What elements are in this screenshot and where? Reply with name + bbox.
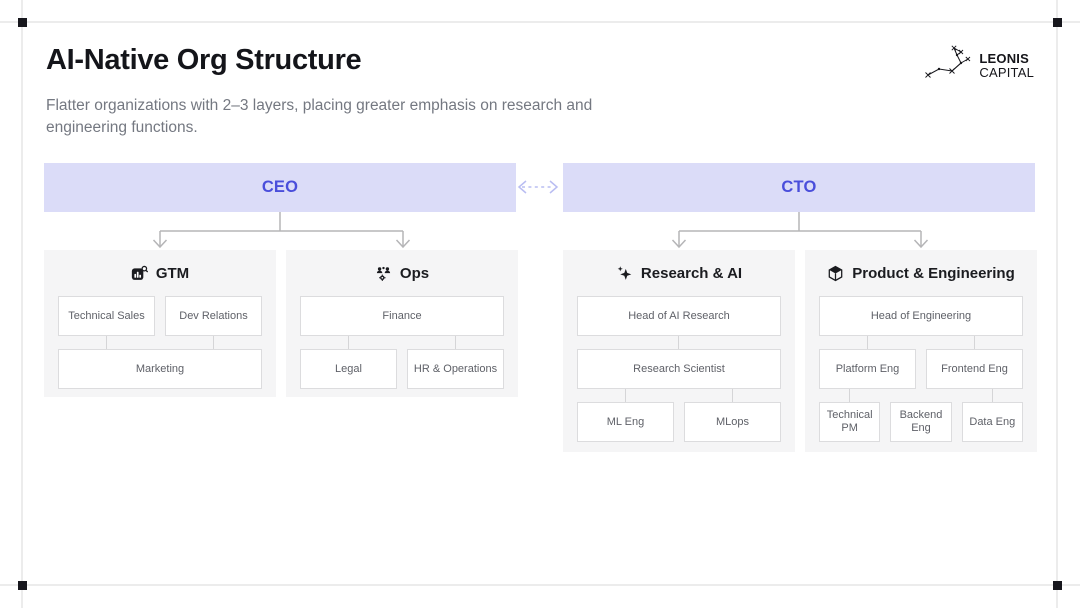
exec-bar-cto: CTO xyxy=(563,163,1035,212)
connector-stub xyxy=(974,336,975,349)
group-research-ai-label: Research & AI xyxy=(640,264,743,282)
node-data-eng: Data Eng xyxy=(961,402,1023,442)
frame-handle-bottom-right[interactable] xyxy=(1053,581,1062,590)
node-frontend-eng: Frontend Eng xyxy=(926,349,1023,389)
group-research-ai: Research & AI Head of AI Research Resear… xyxy=(563,250,795,452)
exec-bar-ceo: CEO xyxy=(44,163,516,212)
logo-type: CAPITAL xyxy=(979,64,1034,80)
node-research-scientist: Research Scientist xyxy=(577,349,781,389)
sparkles-icon xyxy=(616,265,633,282)
node-ml-eng: ML Eng xyxy=(577,402,674,442)
connector-stub xyxy=(849,389,850,402)
frame-handle-top-left[interactable] xyxy=(18,18,27,27)
connector-stub xyxy=(213,336,214,349)
guide-line-top xyxy=(0,21,1080,23)
connector-stub xyxy=(106,336,107,349)
group-product-engineering-header: Product & Engineering xyxy=(805,250,1037,296)
connector-stub xyxy=(348,336,349,349)
group-gtm: GTM Technical Sales Dev Relations Market… xyxy=(44,250,276,397)
connector-stub xyxy=(455,336,456,349)
ceo-cto-dashed-link-icon xyxy=(515,176,561,203)
node-finance: Finance xyxy=(300,296,504,336)
frame-handle-bottom-left[interactable] xyxy=(18,581,27,590)
page-title: AI-Native Org Structure xyxy=(46,44,362,76)
page-subtitle: Flatter organizations with 2–3 layers, p… xyxy=(46,97,593,136)
connector-stub xyxy=(992,389,993,402)
group-research-ai-header: Research & AI xyxy=(563,250,795,296)
logo-name: LEONIS xyxy=(979,50,1029,66)
exec-cto-label: CTO xyxy=(781,178,817,196)
leonis-capital-logo: LEONIS CAPITAL xyxy=(923,44,1034,87)
node-technical-pm: Technical PM xyxy=(819,402,881,442)
node-hr-operations: HR & Operations xyxy=(407,349,504,389)
group-gtm-header: GTM xyxy=(44,250,276,296)
group-product-engineering: Product & Engineering Head of Engineerin… xyxy=(805,250,1037,452)
team-gear-icon xyxy=(375,265,392,282)
node-technical-sales: Technical Sales xyxy=(58,296,155,336)
guide-line-bottom xyxy=(0,584,1080,586)
connector-stub xyxy=(625,389,626,402)
group-product-engineering-label: Product & Engineering xyxy=(852,264,1015,282)
group-ops-label: Ops xyxy=(399,264,430,282)
leo-constellation-icon xyxy=(923,44,971,87)
exec-ceo-label: CEO xyxy=(261,178,299,196)
analytics-search-icon xyxy=(131,265,148,282)
cube-icon xyxy=(827,265,844,282)
node-mlops: MLops xyxy=(684,402,781,442)
node-legal: Legal xyxy=(300,349,397,389)
guide-line-right xyxy=(1056,0,1058,608)
group-ops: Ops Finance Legal HR & Operations xyxy=(286,250,518,397)
node-platform-eng: Platform Eng xyxy=(819,349,916,389)
connector-stub xyxy=(732,389,733,402)
connector-stub xyxy=(867,336,868,349)
connector-stub xyxy=(678,336,679,349)
node-marketing: Marketing xyxy=(58,349,262,389)
guide-line-left xyxy=(21,0,23,608)
node-head-of-ai-research: Head of AI Research xyxy=(577,296,781,336)
group-gtm-label: GTM xyxy=(155,264,190,282)
group-ops-header: Ops xyxy=(286,250,518,296)
frame-handle-top-right[interactable] xyxy=(1053,18,1062,27)
node-dev-relations: Dev Relations xyxy=(165,296,262,336)
node-head-of-engineering: Head of Engineering xyxy=(819,296,1023,336)
node-backend-eng: Backend Eng xyxy=(890,402,952,442)
